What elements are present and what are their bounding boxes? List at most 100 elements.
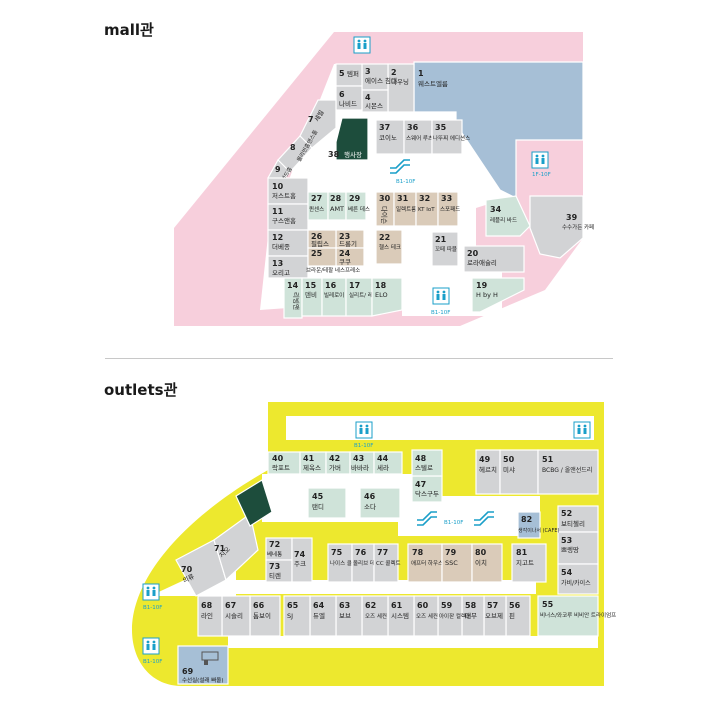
svg-text:9: 9	[275, 165, 281, 174]
mall-store-1[interactable]	[413, 61, 584, 199]
mall-store-35[interactable]	[431, 119, 463, 155]
svg-text:54: 54	[561, 568, 573, 577]
svg-text:쁘렝땅: 쁘렝땅	[561, 545, 579, 554]
outlets-store-75[interactable]	[327, 543, 353, 583]
outlets-store-59[interactable]	[437, 595, 463, 637]
mall-store-20[interactable]	[463, 245, 525, 273]
mall-store-6[interactable]	[335, 85, 363, 111]
mall-store-2[interactable]	[387, 63, 415, 113]
outlets-store-71[interactable]	[213, 512, 259, 582]
svg-text:B1-10F: B1-10F	[396, 179, 415, 185]
svg-text:시스템: 시스템	[391, 612, 409, 620]
mall-store-17[interactable]	[345, 277, 373, 317]
svg-text:37: 37	[379, 123, 390, 132]
outlets-store-52[interactable]	[557, 505, 599, 533]
svg-text:오리고: 오리고	[272, 268, 290, 277]
outlets-store-44[interactable]	[373, 451, 403, 475]
mall-store-10[interactable]	[267, 177, 309, 205]
outlets-store-63[interactable]	[335, 595, 363, 637]
outlets-store-46[interactable]	[359, 487, 401, 519]
outlets-store-74[interactable]	[291, 537, 313, 583]
svg-text:닥스구두: 닥스구두	[415, 489, 439, 498]
outlets-store-51[interactable]	[537, 449, 599, 495]
svg-text:62: 62	[365, 601, 376, 610]
outlets-store-65[interactable]	[283, 595, 311, 637]
svg-text:53: 53	[561, 536, 572, 545]
outlets-store-61[interactable]	[387, 595, 415, 637]
svg-text:6: 6	[339, 90, 345, 99]
svg-text:75: 75	[331, 548, 343, 557]
svg-text:48: 48	[415, 454, 427, 463]
outlets-store-82[interactable]	[517, 511, 541, 539]
svg-text:탠디: 탠디	[312, 502, 324, 511]
mall-store-29[interactable]	[345, 191, 367, 221]
svg-text:드롱기: 드롱기	[339, 239, 357, 248]
svg-text:35: 35	[435, 123, 447, 132]
svg-text:65: 65	[287, 601, 299, 610]
svg-text:67: 67	[225, 601, 236, 610]
outlets-store-79[interactable]	[441, 543, 473, 583]
svg-text:베네통: 베네통	[267, 550, 282, 558]
outlets-store-54[interactable]	[557, 563, 599, 595]
mall-store-22[interactable]	[375, 229, 403, 265]
mall-store-19[interactable]	[471, 277, 525, 313]
svg-text:27: 27	[311, 194, 322, 203]
svg-text:16: 16	[325, 281, 337, 290]
mall-store-25[interactable]	[307, 247, 337, 267]
outlets-store-81[interactable]	[511, 543, 547, 583]
elevator-icon	[142, 637, 160, 655]
svg-text:46: 46	[364, 492, 376, 501]
svg-text:시몬스: 시몬스	[365, 102, 383, 110]
svg-text:74: 74	[294, 550, 306, 559]
svg-text:44: 44	[377, 454, 389, 463]
outlets-store-45[interactable]	[307, 487, 347, 519]
outlets-store-48[interactable]	[411, 449, 443, 477]
outlets-store-78[interactable]	[407, 543, 443, 583]
outlets-event-hall[interactable]	[235, 479, 273, 527]
outlets-store-77[interactable]	[373, 543, 399, 583]
mall-store-39[interactable]	[529, 195, 584, 259]
outlets-store-50[interactable]	[499, 449, 539, 495]
svg-text:29: 29	[349, 194, 361, 203]
svg-text:1F-10F: 1F-10F	[532, 172, 551, 178]
svg-text:실리트/ 레볼: 실리트/ 레볼	[349, 291, 378, 299]
outlets-store-55[interactable]	[537, 595, 599, 637]
mall-store-3[interactable]	[361, 63, 389, 91]
svg-text:10: 10	[272, 182, 284, 191]
svg-text:티렌: 티렌	[269, 571, 281, 580]
svg-text:20: 20	[467, 249, 479, 258]
mall-store-34[interactable]	[485, 195, 531, 237]
elevator-icon	[573, 421, 591, 439]
svg-text:30: 30	[379, 194, 391, 203]
outlets-store-80[interactable]	[471, 543, 503, 583]
mall-store-16[interactable]	[321, 277, 347, 317]
svg-text:가버: 가버	[329, 463, 341, 472]
svg-text:가비/카이스: 가비/카이스	[561, 579, 591, 587]
elevator-icon	[432, 287, 450, 305]
svg-text:B1-10F: B1-10F	[431, 310, 450, 316]
outlets-corridor-bottom	[228, 636, 598, 648]
outlets-store-68[interactable]	[197, 595, 223, 637]
svg-text:28: 28	[330, 194, 342, 203]
mall-store-11[interactable]	[267, 203, 309, 231]
mall-store-37[interactable]	[375, 119, 405, 155]
svg-text:톰보이: 톰보이	[253, 611, 271, 620]
mall-store-21[interactable]	[431, 231, 459, 267]
outlets-store-67[interactable]	[221, 595, 251, 637]
svg-text:헤르치: 헤르치	[479, 465, 497, 474]
outlets-store-62[interactable]	[361, 595, 389, 637]
svg-text:13: 13	[272, 259, 283, 268]
svg-text:쿠쿠: 쿠쿠	[339, 258, 351, 266]
mall-store-33[interactable]	[437, 191, 459, 227]
mall-store-38-event-hall[interactable]	[335, 117, 369, 161]
outlets-store-56[interactable]	[505, 595, 531, 637]
svg-text:64: 64	[313, 601, 325, 610]
svg-text:B1-10F: B1-10F	[444, 520, 463, 526]
svg-text:43: 43	[353, 454, 364, 463]
svg-text:수수가든 카페: 수수가든 카페	[562, 223, 594, 231]
mall-store-7[interactable]	[299, 99, 337, 149]
svg-text:제옥스: 제옥스	[303, 464, 321, 472]
svg-text:26: 26	[311, 232, 323, 241]
mall-store-18[interactable]	[371, 277, 403, 317]
outlets-store-60[interactable]	[413, 595, 439, 637]
